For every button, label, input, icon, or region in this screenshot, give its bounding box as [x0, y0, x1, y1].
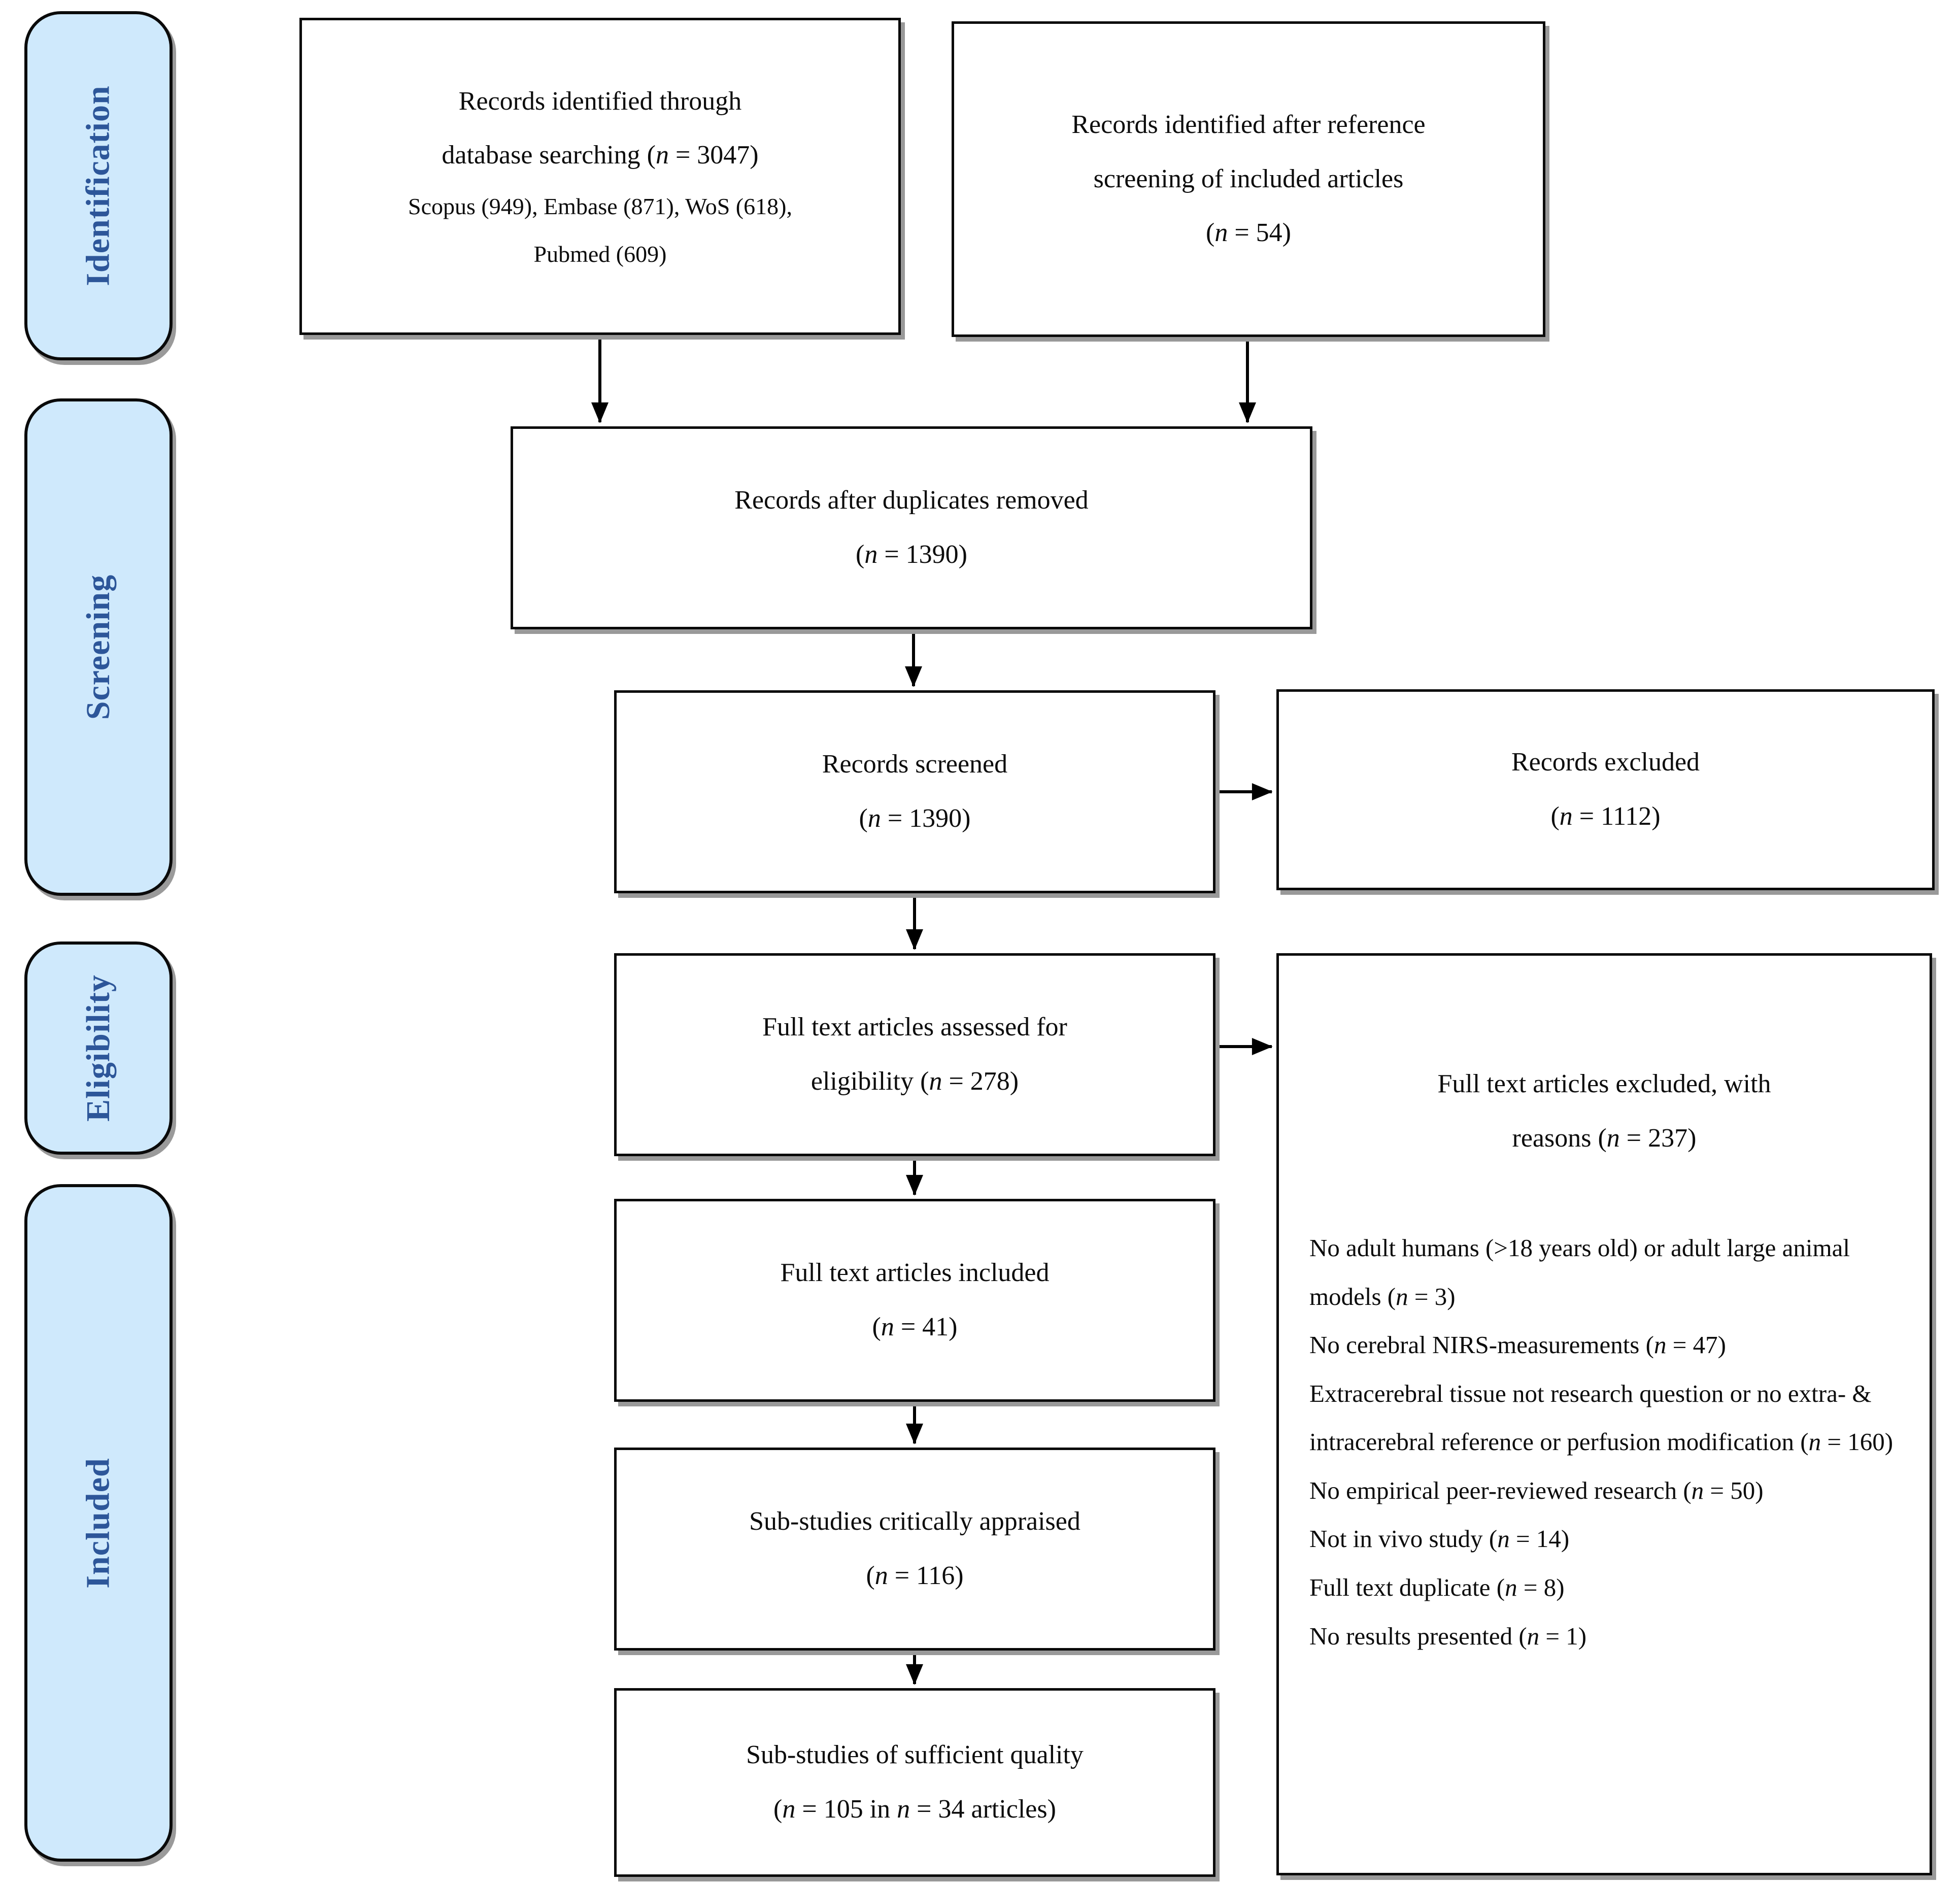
box-text-line: Scopus (949), Embase (871), WoS (618),: [408, 193, 792, 219]
box-records-identified-reference: Records identified after reference scree…: [952, 21, 1545, 337]
exclusion-reason: Extracerebral tissue not research questi…: [1309, 1379, 1894, 1456]
box-records-excluded: Records excluded (n = 1112): [1276, 689, 1935, 890]
box-text-line: (n = 54): [1206, 218, 1291, 248]
box-records-screened: Records screened (n = 1390): [614, 690, 1215, 893]
stage-screening: Screening: [24, 398, 173, 896]
stage-eligibility: Eligibility: [24, 942, 173, 1155]
stage-identification: Identification: [24, 11, 173, 360]
box-records-identified-database: Records identified through database sear…: [299, 18, 901, 335]
box-substudies-sufficient-quality: Sub-studies of sufficient quality (n = 1…: [614, 1688, 1215, 1877]
box-text-line: Records after duplicates removed: [734, 486, 1089, 515]
excluded-reasons-header: Full text articles excluded, with reason…: [1309, 1057, 1899, 1165]
box-fulltext-excluded-with-reasons: Full text articles excluded, with reason…: [1276, 953, 1932, 1875]
stage-label-included: Included: [80, 1457, 117, 1589]
excluded-reasons-list: No adult humans (>18 years old) or adult…: [1309, 1224, 1899, 1660]
box-text-line: eligibility (n = 278): [810, 1067, 1019, 1096]
box-text-line: Full text articles included: [780, 1258, 1050, 1288]
stage-label-screening: Screening: [80, 574, 117, 720]
exclusion-reason: No empirical peer-reviewed research (n =…: [1309, 1476, 1764, 1504]
box-text-line: Full text articles excluded, with: [1437, 1069, 1771, 1098]
box-text-line: (n = 1112): [1550, 802, 1661, 831]
box-records-after-duplicates-removed: Records after duplicates removed (n = 13…: [511, 426, 1312, 629]
box-text-line: Records excluded: [1511, 748, 1700, 777]
box-text-line: screening of included articles: [1093, 164, 1404, 193]
exclusion-reason: Not in vivo study (n = 14): [1309, 1525, 1570, 1553]
box-text-line: Sub-studies of sufficient quality: [746, 1740, 1084, 1770]
box-text-line: Sub-studies critically appraised: [749, 1507, 1080, 1536]
stage-label-identification: Identification: [80, 85, 117, 286]
box-text-line: (n = 41): [872, 1313, 958, 1341]
box-fulltext-assessed: Full text articles assessed for eligibil…: [614, 953, 1215, 1156]
stage-label-eligibility: Eligibility: [80, 974, 117, 1122]
stage-included: Included: [24, 1184, 173, 1862]
box-text-line: reasons (n = 237): [1512, 1123, 1697, 1153]
box-text-line: (n = 1390): [859, 804, 971, 833]
box-text-line: Records identified after reference: [1071, 110, 1426, 140]
box-fulltext-included: Full text articles included (n = 41): [614, 1199, 1215, 1402]
box-text-line: Pubmed (609): [533, 241, 667, 267]
exclusion-reason: No adult humans (>18 years old) or adult…: [1309, 1234, 1850, 1310]
box-text-line: (n = 116): [866, 1561, 964, 1590]
exclusion-reason: No cerebral NIRS-measurements (n = 47): [1309, 1331, 1726, 1359]
box-text-line: Full text articles assessed for: [762, 1013, 1067, 1042]
box-text-line: Records identified through: [458, 86, 742, 116]
box-text-line: Records screened: [822, 750, 1008, 779]
box-text-line: database searching (n = 3047): [442, 141, 759, 170]
box-substudies-appraised: Sub-studies critically appraised (n = 11…: [614, 1448, 1215, 1651]
exclusion-reason: Full text duplicate (n = 8): [1309, 1573, 1565, 1602]
box-text-line: (n = 1390): [856, 540, 967, 569]
box-text-line: (n = 105 in n = 34 articles): [773, 1795, 1056, 1824]
exclusion-reason: No results presented (n = 1): [1309, 1622, 1587, 1650]
